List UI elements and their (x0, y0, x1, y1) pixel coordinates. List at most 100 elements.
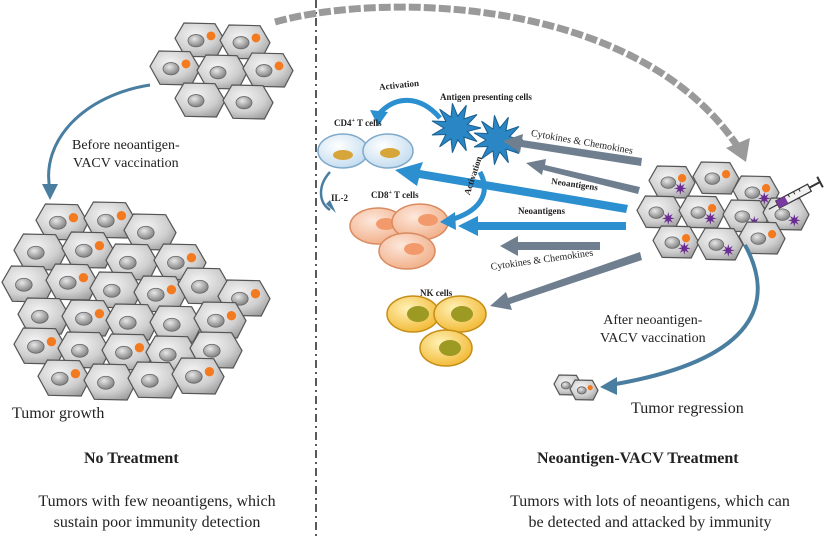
nk-cells (386, 295, 487, 367)
before-vaccination-label: Before neoantigen- VACV vaccination (72, 137, 180, 173)
activation-arrow-top-head (370, 110, 388, 126)
right-caption-line-2: be detected and attacked by immunity (528, 514, 772, 531)
nucleus (49, 215, 67, 230)
neoantigen-star (757, 192, 771, 205)
nucleus (187, 94, 205, 108)
tumor-cell (37, 359, 91, 397)
tumor-cell (692, 161, 740, 195)
nucleus (750, 232, 767, 245)
nucleus (27, 339, 45, 354)
neoantigen-spot (251, 33, 261, 43)
nucleus (207, 313, 225, 328)
nucleus (232, 36, 250, 50)
neoantigen-spot (707, 204, 717, 213)
nucleus (71, 343, 89, 358)
neoantigen-star (661, 212, 675, 225)
tumor-regression-label: Tumor regression (631, 400, 744, 417)
neoantigen-spot (767, 230, 777, 239)
apc-cell (431, 103, 482, 153)
nucleus (147, 287, 165, 302)
tumor-cell (696, 227, 744, 261)
nucleus (774, 208, 791, 221)
nucleus (163, 317, 181, 332)
transition-arrow-head (726, 138, 750, 162)
cd4-label: CD4+ T cells (334, 118, 382, 128)
nk-label: NK cells (420, 288, 453, 298)
neoantigen-star (703, 212, 717, 225)
neoantigen-spot (226, 311, 237, 321)
neoantigen-star (673, 182, 687, 195)
neoantigen-spot (70, 369, 81, 379)
neoantigen-star (721, 244, 735, 257)
nucleus (167, 255, 185, 270)
tumor-cell (569, 379, 599, 401)
cd8-label: CD8+ T cells (371, 190, 419, 200)
neoantigen-spot (46, 337, 57, 347)
nucleus (115, 345, 133, 360)
growth-arrow (47, 83, 151, 191)
activation-arrow-mid (449, 170, 487, 223)
tumor-cell (738, 221, 786, 255)
neoantigen-treatment-title: Neoantigen-VACV Treatment (537, 450, 739, 467)
nucleus (664, 236, 681, 249)
nucleus (660, 176, 677, 189)
right-caption-line-1: Tumors with lots of neoantigens, which c… (510, 493, 790, 510)
neoantigens-label-2: Neoantigens (518, 206, 565, 216)
tumor-cell (174, 82, 226, 118)
nucleus (185, 369, 203, 384)
il2-arrow (319, 171, 331, 212)
tumor-growth-label: Tumor growth (12, 405, 105, 422)
tumor-cell (171, 357, 225, 395)
after-vaccination-label: After neoantigen- VACV vaccination (600, 312, 706, 348)
neoantigen-star (787, 214, 801, 227)
neoantigen-spot (181, 59, 191, 69)
apc-label: Antigen presenting cells (440, 92, 532, 102)
nucleus (97, 213, 115, 228)
nucleus (576, 386, 587, 395)
before-line-1: Before neoantigen- (72, 138, 180, 153)
tumor-cell (648, 165, 696, 199)
cd4-sup: + (351, 118, 355, 124)
tumor-cell (133, 275, 187, 313)
tumor-regressed (553, 374, 599, 401)
transition-arrow (274, 3, 743, 152)
activation-arrow-mid-head (440, 212, 456, 230)
nucleus (560, 381, 571, 390)
nucleus (708, 238, 725, 251)
tumor-cell (652, 225, 700, 259)
syringe-icon (768, 176, 824, 210)
tumor-cell (149, 50, 201, 86)
after-line-2: VACV vaccination (600, 331, 706, 346)
neoantigen-spot (78, 273, 89, 283)
cd8-suffix: T cells (391, 190, 419, 200)
neoantigen-spot (681, 234, 691, 243)
neoantigen-spot (721, 170, 731, 179)
neoantigen-spot (587, 385, 593, 391)
tumor-cell (636, 195, 684, 229)
tumor-cell (61, 299, 115, 337)
nucleus (187, 34, 205, 48)
tumor-cell (242, 52, 294, 88)
right-caption: Tumors with lots of neoantigens, which c… (470, 491, 830, 533)
neoantigen-spot (68, 213, 79, 223)
neoantigen-spot (274, 61, 284, 71)
neoantigen-arrow-long (395, 162, 628, 213)
neoantigen-spot (94, 241, 105, 251)
neoantigen-arrow-cd8 (458, 216, 626, 236)
nucleus (97, 375, 115, 390)
neoantigen-arrow-apc (526, 159, 640, 194)
nucleus (119, 315, 137, 330)
nucleus (203, 343, 221, 358)
il2-arrow-head (326, 200, 336, 213)
tumor-cell (83, 363, 137, 401)
neoantigen-spot (134, 343, 145, 353)
neoantigen-spot (204, 367, 215, 377)
nucleus (119, 255, 137, 270)
nucleus (235, 96, 253, 110)
nucleus (137, 225, 155, 240)
cd8-sup: + (388, 190, 392, 196)
neoantigen-spot (166, 285, 177, 295)
nucleus (159, 347, 177, 362)
nucleus (734, 210, 751, 223)
